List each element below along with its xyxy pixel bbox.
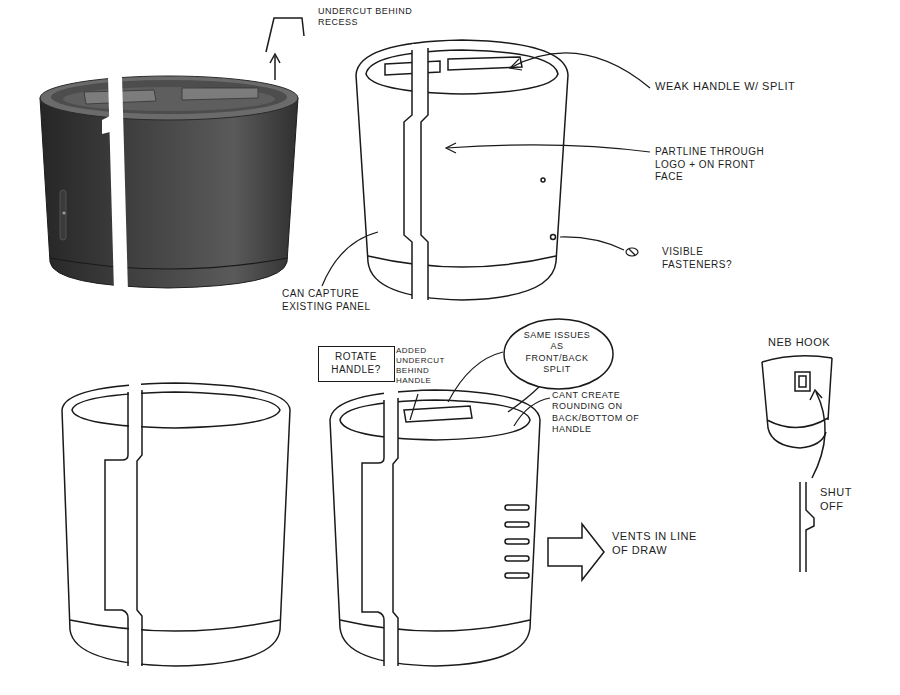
annotation-label: PARTLINE THROUGH LOGO + ON FRONT FACE [655, 146, 767, 184]
sketch-rotated-handle [330, 386, 540, 670]
annotation-label: CANT CREATE ROUNDING ON BACK/BOTTOM OF H… [552, 390, 670, 435]
block-arrow [548, 524, 604, 580]
leader-lines [322, 53, 650, 426]
node-text: SAME ISSUES AS FRONT/BACK SPLIT [521, 330, 593, 375]
note-box: ROTATE HANDLE? [318, 346, 395, 382]
node-text: ROTATE HANDLE? [325, 351, 387, 376]
speech-bubble: SAME ISSUES AS FRONT/BACK SPLIT [503, 318, 614, 390]
sketch-side-split [62, 380, 290, 670]
sketch-front-back-split [356, 40, 568, 304]
annotation-label: VISIBLE FASTENERS? [662, 246, 752, 271]
annotation-label: ADDED UNDERCUT BEHIND HANDLE [396, 346, 454, 386]
neb-hook-sketch [762, 356, 832, 478]
annotation-label: UNDERCUT BEHIND RECESS [318, 6, 418, 29]
annotation-label: SHUT OFF [820, 486, 860, 514]
undercut-profile [266, 18, 304, 80]
annotation-label: WEAK HANDLE W/ SPLIT [655, 80, 875, 94]
annotation-label: NEB HOOK [768, 336, 858, 350]
annotation-label: CAN CAPTURE EXISTING PANEL [282, 288, 378, 313]
shut-off-detail [800, 482, 814, 572]
annotation-label: VENTS IN LINE OF DRAW [612, 530, 707, 558]
rendered-model [40, 76, 298, 292]
